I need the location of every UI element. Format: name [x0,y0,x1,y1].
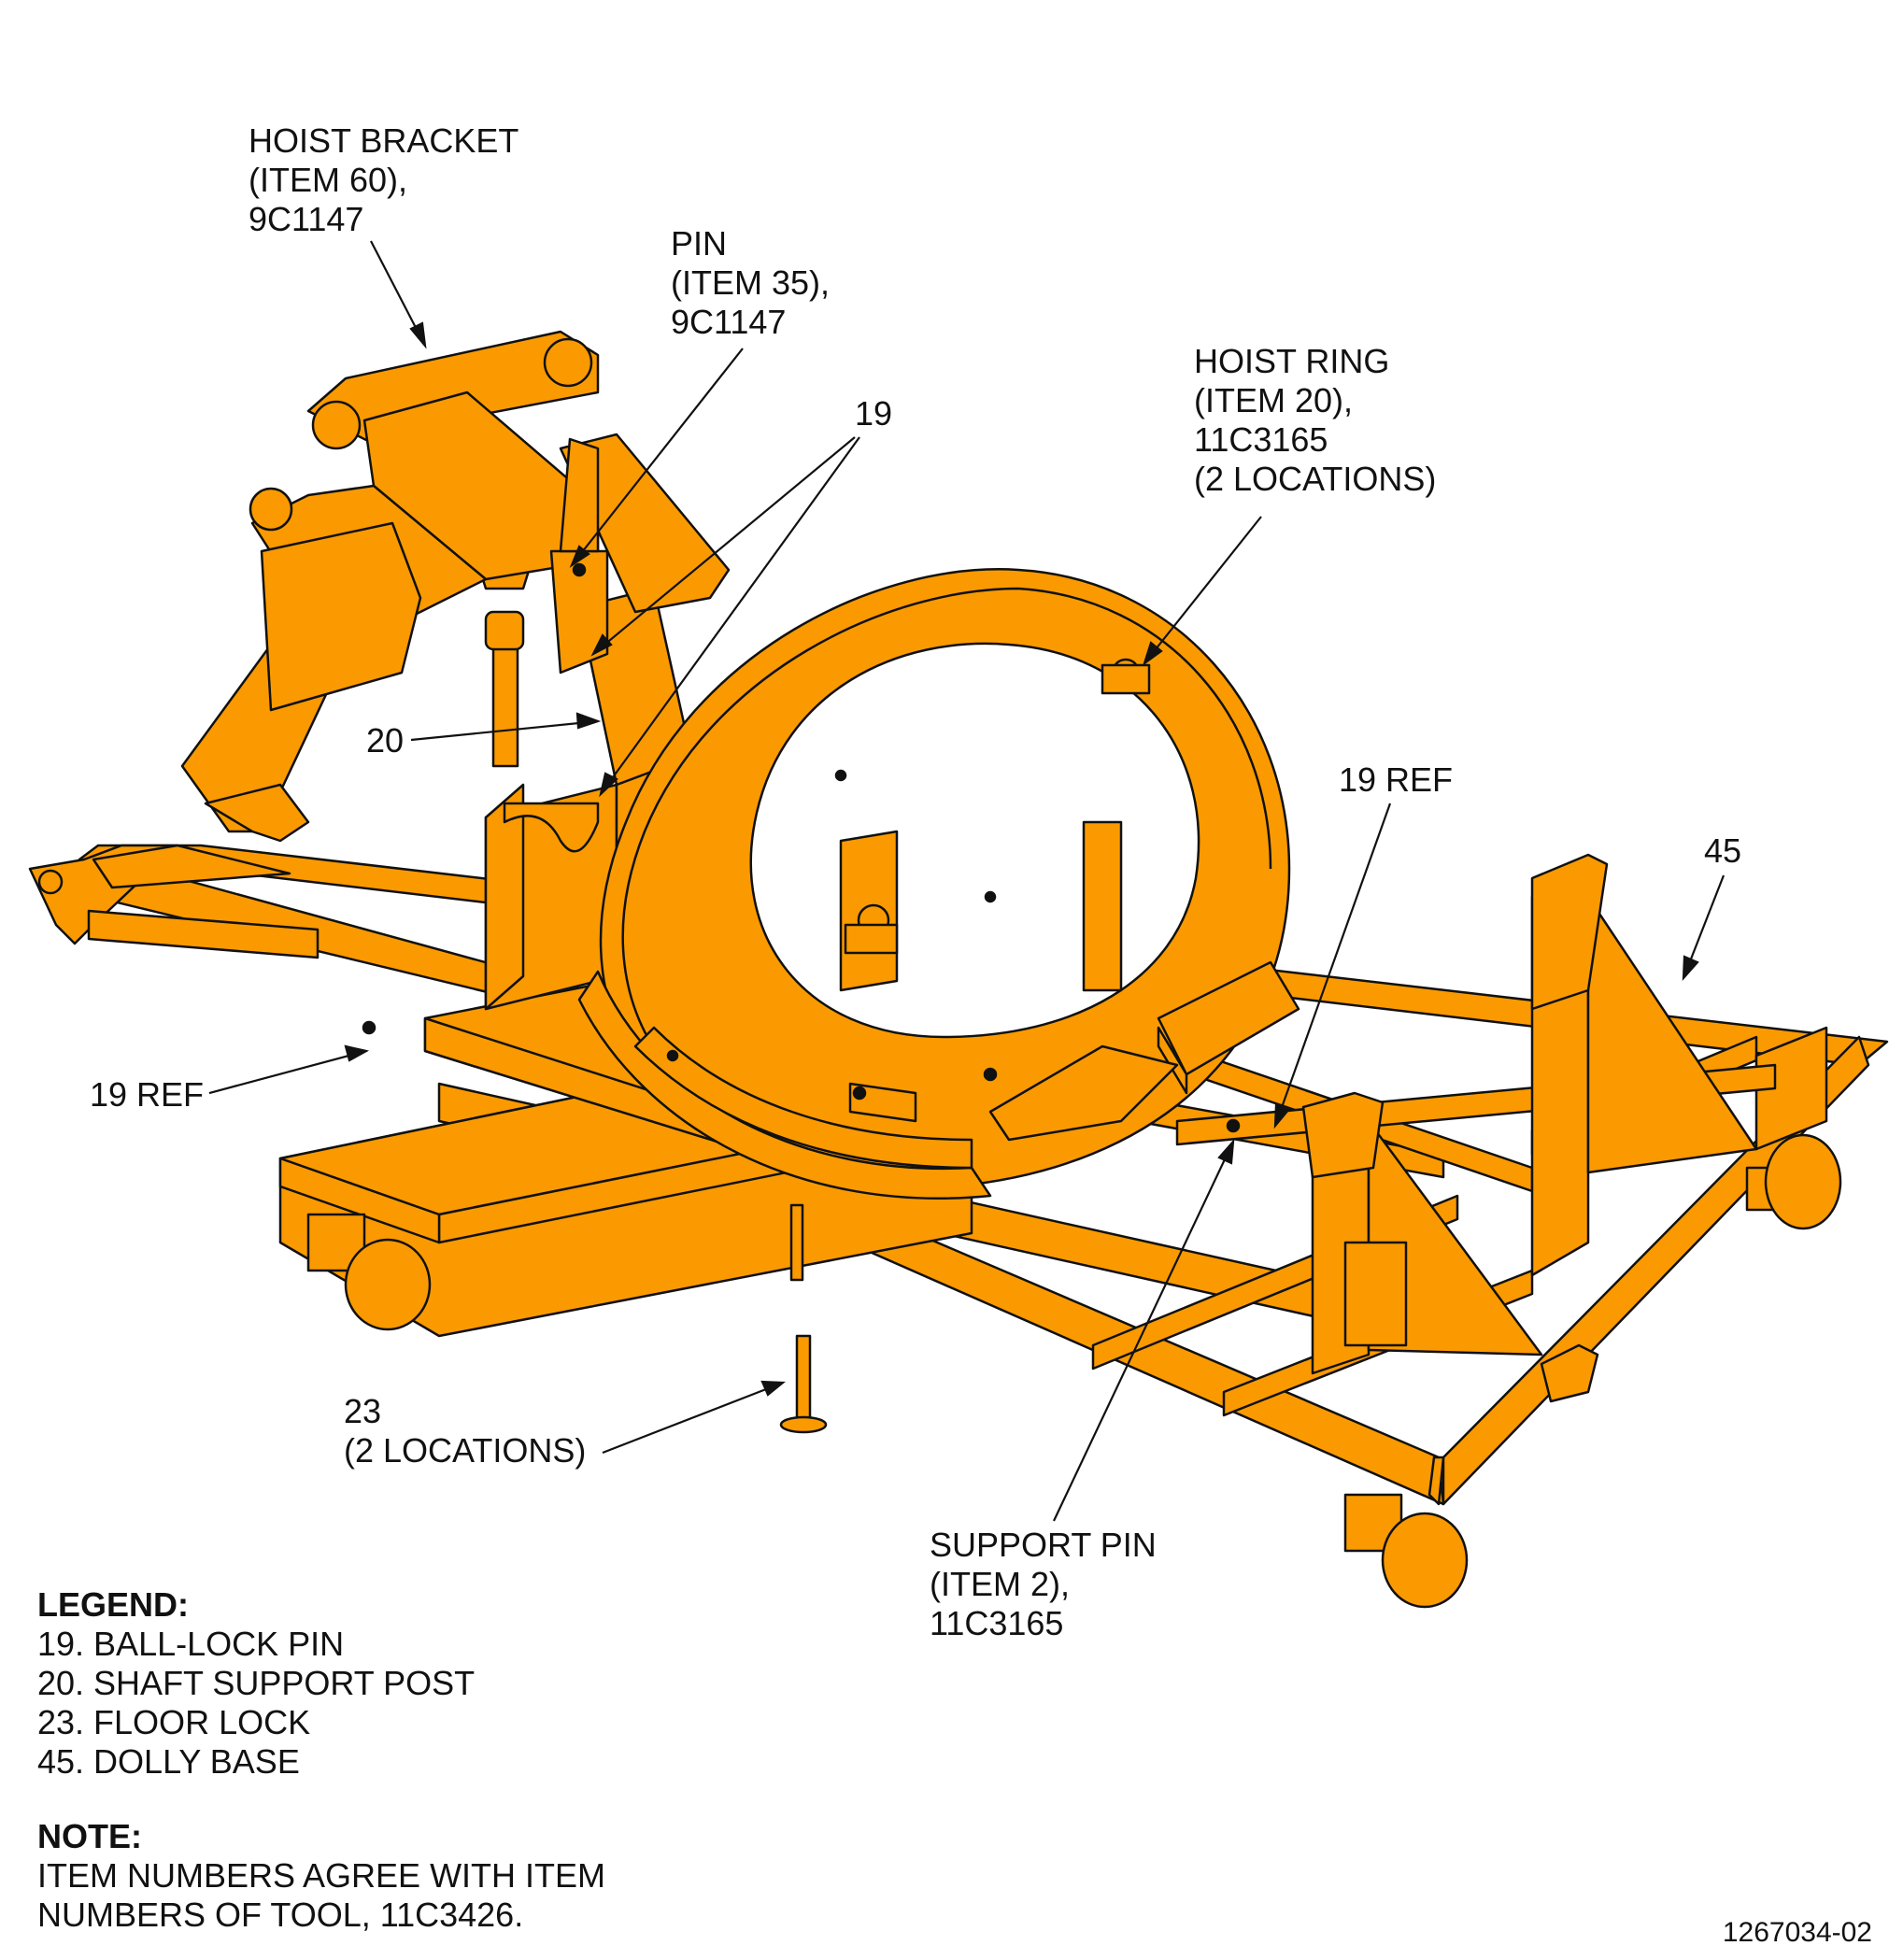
leader-lines [208,240,1726,1522]
callout-line: (2 LOCATIONS) [344,1431,587,1470]
callout-line: PIN [671,224,728,263]
callout-line: (ITEM 60), [249,161,408,199]
hoist-bracket-assembly [180,330,731,843]
legend-item: 45. DOLLY BASE [37,1742,300,1781]
callout-hoist-ring: HOIST RING (ITEM 20), 11C3165 (2 LOCATIO… [1194,342,1436,499]
note-line: ITEM NUMBERS AGREE WITH ITEM [37,1856,606,1895]
legend-title: LEGEND: [37,1585,189,1624]
bolt-heads [362,562,1241,1133]
callout-45: 45 [1704,831,1742,870]
callout-pin: PIN (ITEM 35), 9C1147 [671,224,830,342]
callout-23: 23 (2 LOCATIONS) [344,1392,586,1470]
callout-line: (ITEM 20), [1194,381,1354,419]
callout-line: 11C3165 [930,1604,1064,1642]
legend-item: 19. BALL-LOCK PIN [37,1625,345,1663]
legend: LEGEND: 19. BALL-LOCK PIN 20. SHAFT SUPP… [37,1585,475,1782]
callout-line: SUPPORT PIN [930,1526,1157,1564]
support-ring [577,568,1300,1200]
callout-line: (2 LOCATIONS) [1194,460,1437,498]
callout-line: HOIST BRACKET [249,121,519,160]
callout-line: (ITEM 35), [671,263,831,302]
note-line: NUMBERS OF TOOL, 11C3426. [37,1896,524,1934]
callout-20: 20 [366,721,405,760]
note-title: NOTE: [37,1817,142,1855]
callout-line: 9C1147 [671,303,787,341]
callout-line: HOIST RING [1194,342,1390,380]
legend-item: 20. SHAFT SUPPORT POST [37,1664,476,1702]
note: NOTE: ITEM NUMBERS AGREE WITH ITEM NUMBE… [37,1817,605,1935]
callout-line: 23 [344,1392,382,1430]
callout-19: 19 [855,394,893,433]
callout-hoist-bracket: HOIST BRACKET (ITEM 60), 9C1147 [249,121,518,239]
callout-line: 9C1147 [249,200,364,238]
callout-line: (ITEM 2), [930,1565,1070,1603]
right-support-stand [1301,853,1758,1375]
callout-line: 11C3165 [1194,420,1328,459]
drawing-number: 1267034-02 [1722,1917,1872,1948]
floor-locks [779,1203,1599,1434]
legend-item: 23. FLOOR LOCK [37,1703,311,1741]
casters [306,1133,1842,1609]
callout-support-pin: SUPPORT PIN (ITEM 2), 11C3165 [930,1526,1157,1643]
callout-19-ref-right: 19 REF [1339,760,1454,799]
callout-19-ref-left: 19 REF [90,1075,205,1114]
